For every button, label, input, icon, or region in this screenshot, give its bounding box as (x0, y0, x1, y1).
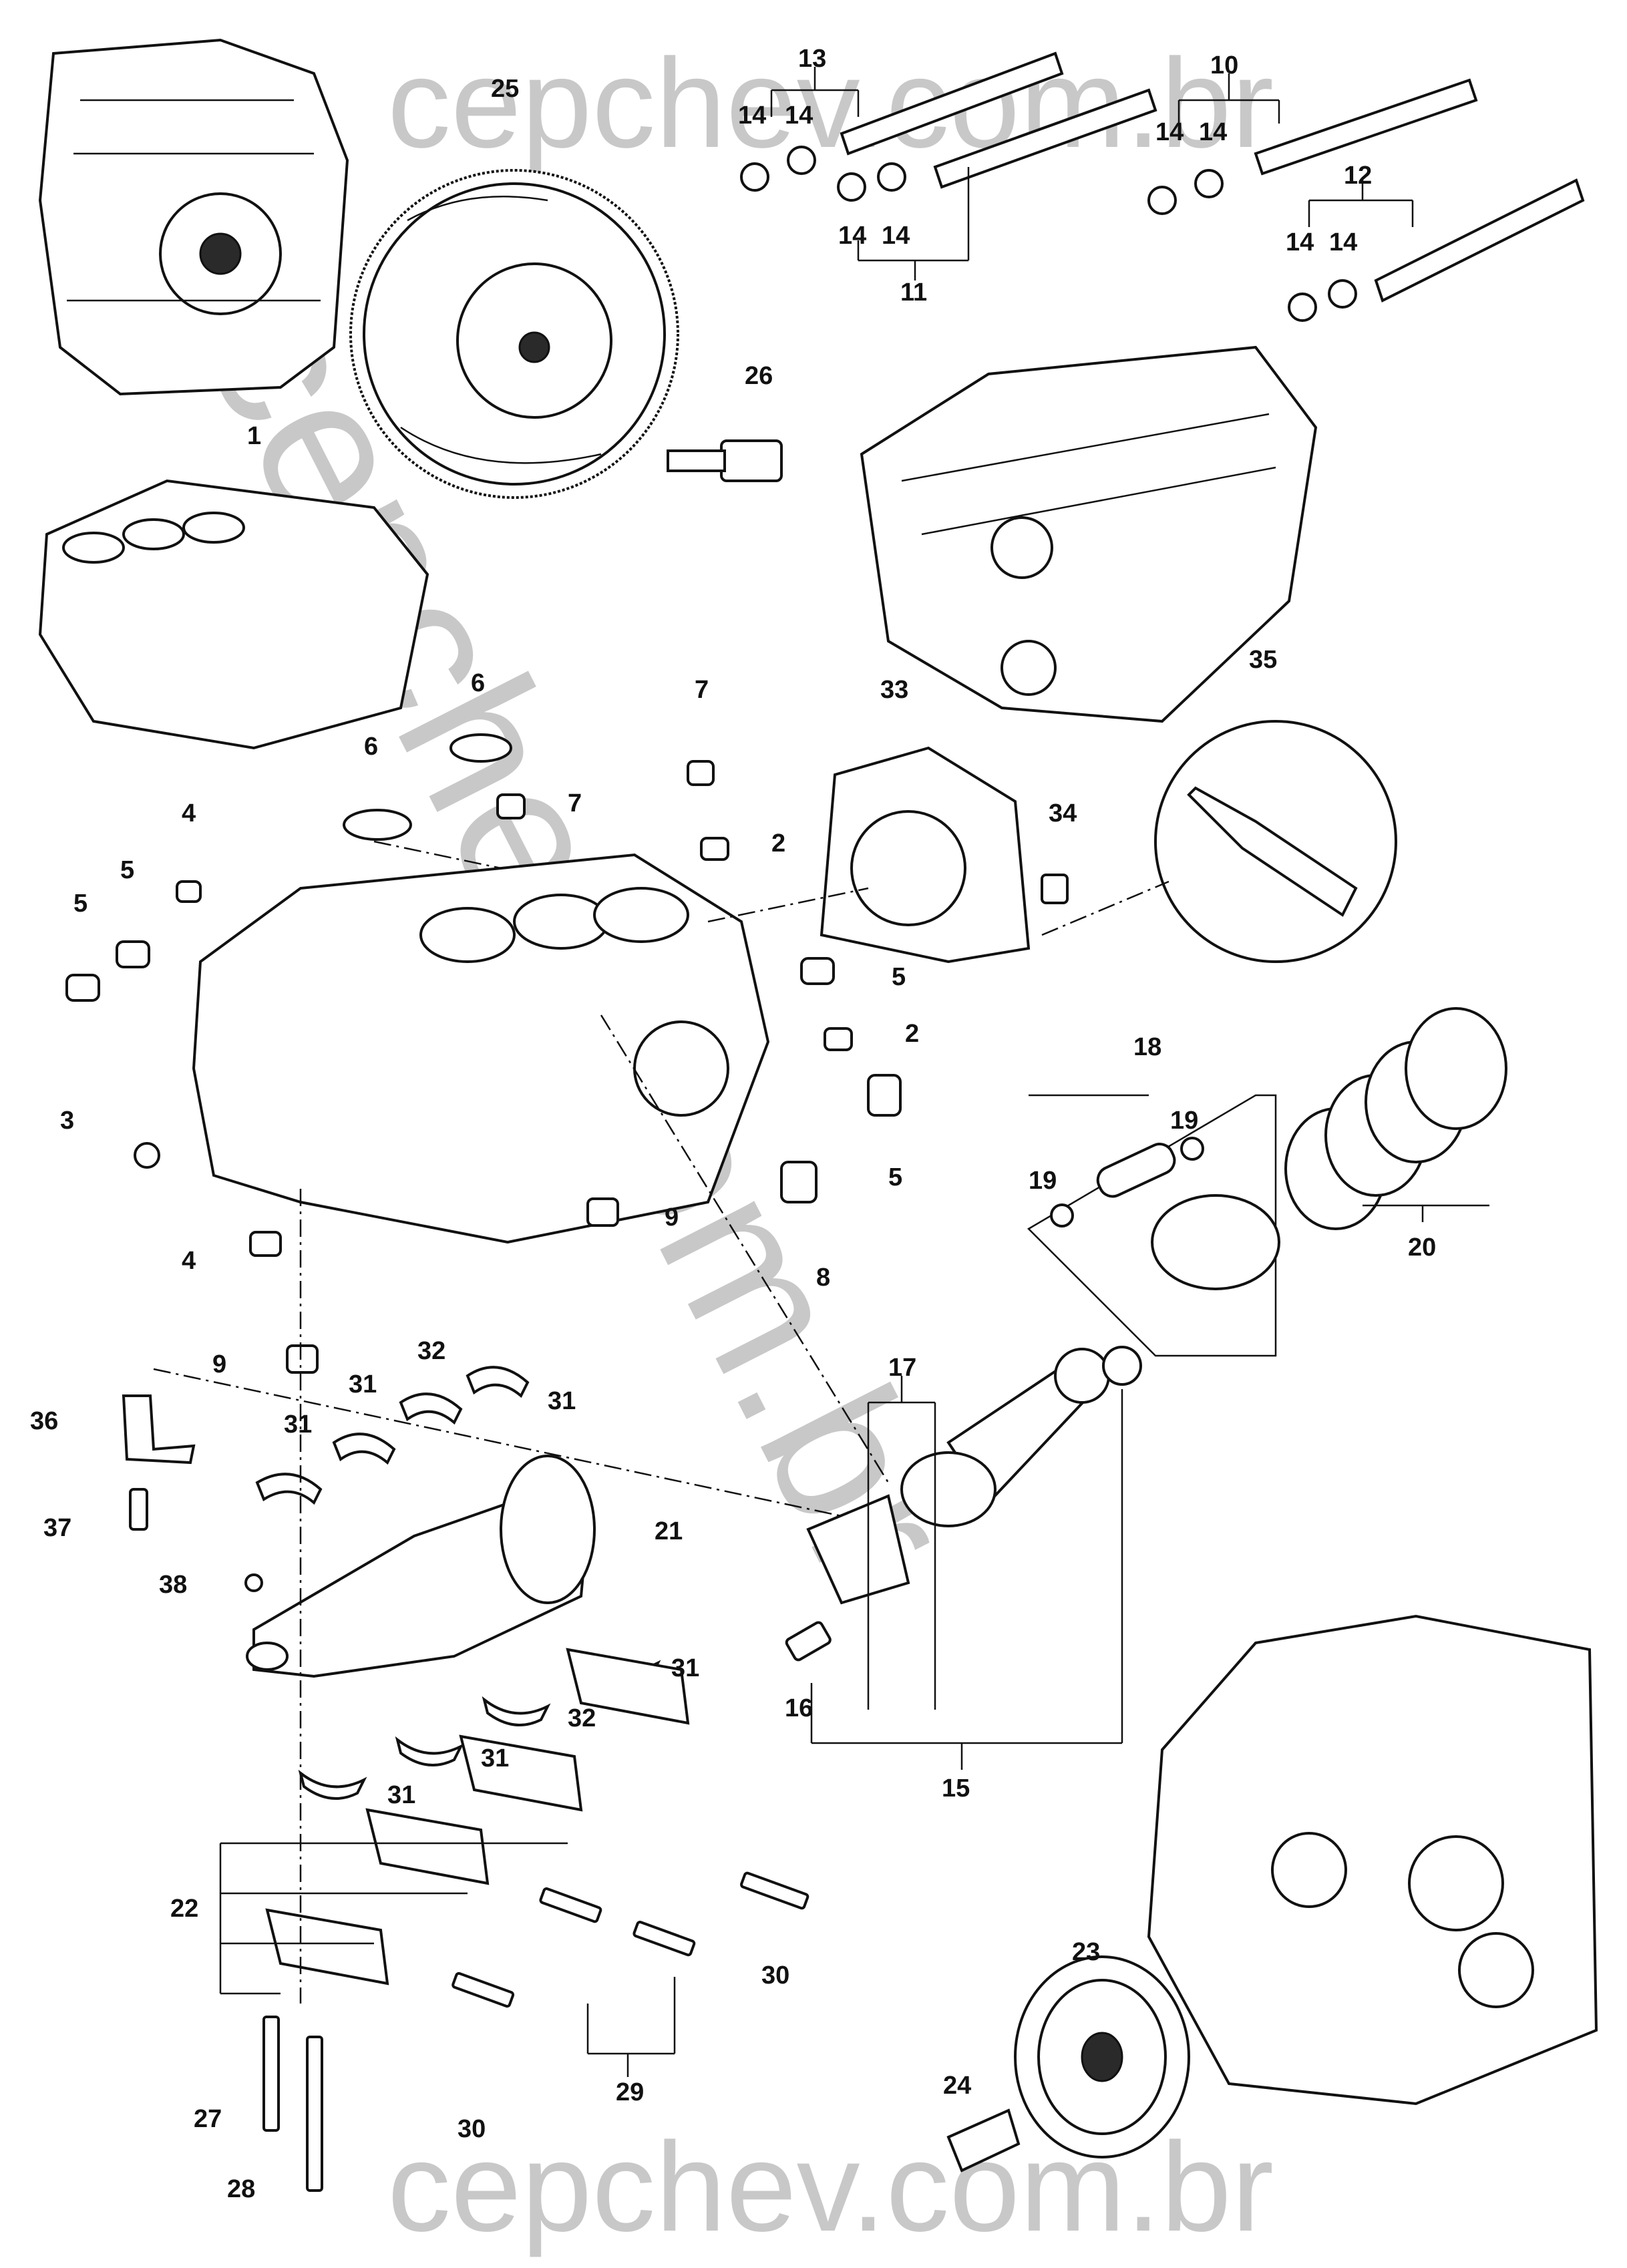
camshaft-seals (740, 146, 1357, 322)
callout-14c: 14 (1155, 118, 1184, 146)
callout-34: 34 (1049, 799, 1077, 827)
callout-10: 10 (1210, 51, 1238, 79)
callout-14b: 14 (785, 102, 813, 130)
callout-9b: 9 (212, 1350, 226, 1378)
callout-8: 8 (816, 1264, 830, 1292)
callout-32b: 32 (568, 1704, 596, 1732)
callout-9a: 9 (665, 1203, 679, 1232)
callout-4a: 4 (182, 799, 196, 827)
callout-19a: 19 (1170, 1107, 1198, 1135)
callout-19b: 19 (1029, 1167, 1057, 1195)
callout-14a: 14 (738, 102, 766, 130)
callout-14g: 14 (1286, 228, 1314, 256)
callout-5b: 5 (73, 890, 87, 918)
callout-14f: 14 (882, 222, 910, 250)
plugs-and-dowels (65, 733, 902, 1374)
callout-5d: 5 (888, 1163, 902, 1191)
callout-37: 37 (43, 1514, 71, 1542)
callout-18: 18 (1133, 1033, 1161, 1061)
crankshaft (246, 1455, 596, 1678)
callout-23: 23 (1072, 1938, 1100, 1966)
callout-12: 12 (1344, 162, 1372, 190)
callout-31f: 31 (387, 1781, 415, 1809)
callout-35: 35 (1249, 646, 1277, 674)
callout-14h: 14 (1329, 228, 1357, 256)
rear-seal-housing (820, 746, 1069, 964)
engine-rear-view (38, 38, 349, 396)
callout-20: 20 (1408, 1234, 1436, 1262)
short-block-reference (38, 479, 429, 750)
callout-30a: 30 (761, 1961, 789, 1990)
callout-26: 26 (745, 362, 773, 390)
callout-31e: 31 (481, 1744, 509, 1772)
callout-31b: 31 (548, 1387, 576, 1415)
callout-24: 24 (943, 2072, 971, 2100)
sensor-and-bolt (122, 1394, 196, 1531)
callout-6a: 6 (471, 669, 485, 697)
callout-3: 3 (60, 1107, 74, 1135)
callout-6b: 6 (364, 733, 378, 761)
callout-1: 1 (247, 422, 261, 450)
callout-31d: 31 (671, 1654, 699, 1682)
callout-4b: 4 (182, 1247, 196, 1275)
callout-5c: 5 (892, 963, 906, 991)
callout-31c: 31 (284, 1410, 312, 1439)
callout-7a: 7 (695, 676, 709, 704)
callout-27: 27 (194, 2105, 222, 2133)
callout-15: 15 (942, 1774, 970, 1803)
callout-30b: 30 (458, 2115, 486, 2143)
callout-16: 16 (785, 1694, 813, 1722)
piston-rings (1284, 1007, 1507, 1230)
flywheel (349, 169, 679, 499)
connecting-rod (785, 1346, 1142, 1662)
crank-key (244, 1573, 263, 1592)
callout-13: 13 (798, 45, 826, 73)
callout-11: 11 (900, 278, 927, 307)
callout-29: 29 (616, 2078, 644, 2106)
leader-lines (153, 67, 1489, 2077)
camshafts (840, 51, 1585, 303)
cylinder-heads-assembly (860, 345, 1318, 723)
main-bearing-caps (265, 1648, 690, 1986)
callout-17: 17 (888, 1354, 916, 1382)
piston-group (1027, 1094, 1280, 1357)
callout-28: 28 (227, 2175, 255, 2203)
complete-engine-front (1147, 1614, 1598, 2106)
callout-2a: 2 (771, 829, 785, 858)
callout-labels: 13 10 14 14 14 14 25 12 14 14 14 14 11 2… (30, 45, 1436, 2203)
cap-bolts (262, 1871, 809, 2192)
callout-7b: 7 (568, 789, 582, 817)
callout-22: 22 (170, 1895, 198, 1923)
callout-32a: 32 (417, 1337, 445, 1365)
callout-31a: 31 (349, 1370, 377, 1398)
upper-bearing-shells (255, 1366, 530, 1505)
callout-14e: 14 (838, 222, 866, 250)
engine-block (192, 853, 770, 1244)
callout-36: 36 (30, 1407, 58, 1435)
crankshaft-damper (946, 1955, 1190, 2172)
callout-21: 21 (655, 1517, 683, 1545)
flywheel-bolt (667, 439, 783, 482)
callout-14d: 14 (1199, 118, 1227, 146)
callout-25: 25 (491, 75, 519, 103)
callout-5a: 5 (120, 856, 134, 884)
callout-38: 38 (159, 1571, 187, 1599)
callout-33: 33 (880, 676, 908, 704)
callout-2b: 2 (905, 1020, 919, 1048)
tool-detail-circle (1154, 720, 1397, 963)
